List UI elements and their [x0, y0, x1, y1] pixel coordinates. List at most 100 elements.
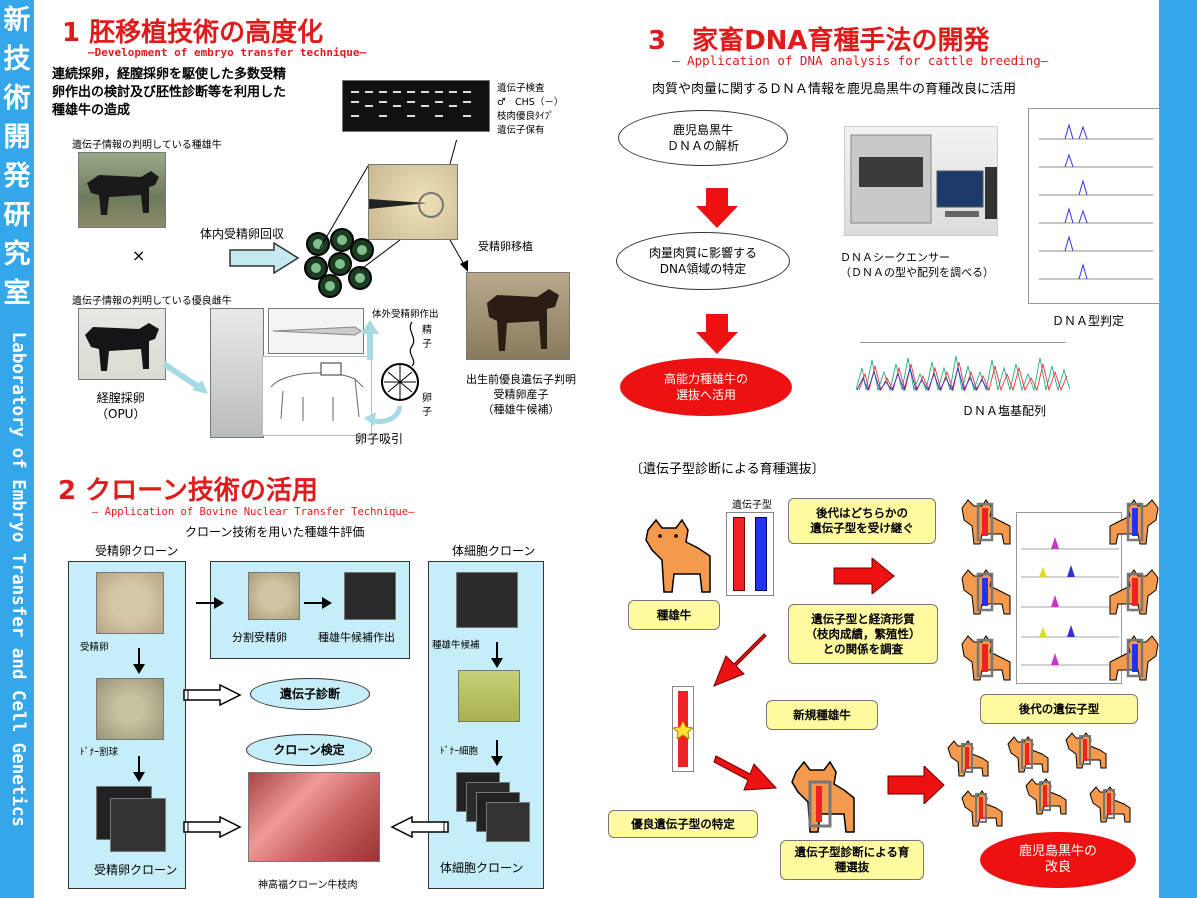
egg-label: 卵 [422, 393, 432, 404]
sequence-label: ＤＮＡ塩基配列 [962, 404, 1047, 418]
opu-diagram [262, 356, 372, 436]
candidate-made-label: 種雄牛候補作出 [318, 631, 395, 644]
section1-desc-line: 連続採卵，経膣採卵を駆使した多数受精 [52, 67, 287, 82]
oval-line: 改良 [1044, 860, 1071, 875]
selection-box: 遺伝子型診断による育種選抜 [780, 840, 924, 880]
gel-bands [351, 91, 471, 117]
opu-label: （OPU） [96, 407, 146, 421]
oval-selection-red: 高能力種雄牛の選抜へ活用 [620, 358, 792, 416]
gel-note: 遺伝子保有 [497, 125, 545, 136]
gel-image [342, 80, 490, 132]
red-right-arrow [887, 766, 945, 804]
probe-photo [268, 308, 364, 354]
oval-line: 選抜へ活用 [675, 388, 736, 402]
sidebar-char: 技 [3, 44, 31, 75]
section2-subtitle: クローン技術を用いた種雄牛評価 [185, 525, 365, 539]
peak-traces [1039, 123, 1153, 280]
sidebar-char: 開 [3, 122, 31, 153]
red-down-arrow [696, 188, 738, 228]
calf-photo [466, 272, 570, 360]
sidebar-english-title: Laboratory of Embryo Transfer and Cell G… [7, 331, 28, 827]
split-label: 分割受精卵 [232, 631, 287, 644]
gene-diagnosis-oval: 遺伝子診断 [250, 678, 370, 710]
star-icon [673, 721, 693, 739]
sequencer-photo [844, 126, 998, 236]
typing-screenshot [1028, 108, 1160, 304]
bull-candidate-photo [344, 572, 396, 620]
box-line: との関係を調査 [822, 641, 904, 656]
oval-line: DNA領域の特定 [659, 262, 747, 276]
calf-caption: 受精卵産子 [493, 388, 549, 401]
blue-chromosome-icon [755, 517, 767, 591]
section4-title: 〔遺伝子型診断による育種選抜〕 [630, 462, 825, 477]
section1-en-title: ―Development of embryo transfer techniqu… [88, 46, 367, 59]
section1-title: 1 胚移植技術の高度化 [62, 18, 324, 48]
improvement-oval: 鹿児島黒牛の改良 [980, 832, 1136, 888]
meat-caption: 神高福クローン牛枝肉 [258, 880, 358, 891]
typing-label: ＤＮＡ型判定 [1052, 314, 1125, 328]
label-cow: 遺伝子情報の判明している優良雌牛 [72, 296, 232, 307]
section3-title: 3 家畜DNA育種手法の開発 [648, 26, 990, 56]
cow-cartoon-icon [1007, 736, 1049, 773]
box-line: 種選抜 [834, 860, 870, 874]
donor-blastomere-label: ﾄﾞﾅｰ割球 [80, 747, 119, 758]
bull-label-box: 種雄牛 [628, 600, 720, 630]
oval-line: ＤＮＡの解析 [666, 139, 739, 153]
gel-note: 遺伝子検査 [497, 83, 545, 94]
somatic-clone-photo [486, 802, 530, 842]
genotype-label: 遺伝子型 [732, 500, 772, 511]
in-vivo-arrow [229, 242, 300, 274]
progeny-peaks [1021, 537, 1119, 666]
aspiration-arrow [364, 405, 402, 426]
box-line: 遺伝子型診断による育 [794, 845, 910, 859]
oocyte-icon [381, 363, 419, 401]
pipette-image [369, 192, 444, 218]
box-line: （枝肉成績，繁殖性） [805, 626, 921, 641]
probe-image [272, 326, 362, 336]
donor-cell-label: ﾄﾞﾅｰ細胞 [440, 746, 479, 757]
right-column-header: 体細胞クローン [452, 544, 536, 558]
cow-cartoon-icon [961, 499, 1011, 545]
sequencer-label: （ＤＮＡの型や配列を調べる） [840, 266, 994, 279]
sequence-chromatogram [855, 338, 1071, 394]
box-line: 後代はどちらかの [816, 506, 908, 520]
section1-desc-line: 卵作出の検討及び胚性診断等を利用した [52, 85, 287, 100]
relation-box: 遺伝子型と経済形質（枝肉成績，繁殖性）との関係を調査 [788, 604, 938, 664]
bull-cartoon-icon [645, 518, 711, 593]
oval-dna-analysis: 鹿児島黒牛 ＤＮＡの解析 [618, 110, 788, 166]
aspiration-label: 卵子吸引 [355, 432, 404, 446]
sidebar-char: 究 [3, 239, 31, 270]
section3-desc: 肉質や肉量に関するＤＮＡ情報を鹿児島黒牛の育種改良に活用 [652, 82, 1017, 97]
hollow-arrow-left [390, 816, 449, 838]
down-arrow [491, 642, 503, 668]
cow-cartoon-icon [1089, 786, 1131, 823]
sequencer-image [850, 134, 997, 224]
cow-cartoon-icon [1109, 499, 1159, 545]
right-arrow [304, 597, 332, 609]
right-arrow [196, 597, 224, 609]
sidebar-left: 新 技 術 開 発 研 究 室 Laboratory of Embryo Tra… [0, 0, 34, 898]
somatic-clone-label: 体細胞クローン [440, 861, 524, 875]
somatic-bull-photo [456, 572, 518, 628]
cow-cartoon-icon [947, 740, 989, 777]
sidebar-char: 発 [3, 161, 31, 192]
progeny-genotype-box: 後代の遺伝子型 [980, 694, 1138, 724]
opu-label: 経膣採卵 [96, 391, 145, 405]
section3-en-title: ― Application of DNA analysis for cattle… [672, 53, 1049, 68]
sperm-icon [409, 321, 415, 367]
hollow-arrow [183, 816, 242, 838]
clone-test-oval: クローン検定 [246, 734, 372, 766]
label-bull: 遺伝子情報の判明している種雄牛 [72, 140, 222, 151]
red-chromosome-icon [733, 517, 745, 591]
bull-silhouette [87, 171, 159, 215]
new-bull-box: 新規種雄牛 [766, 700, 878, 730]
calf-caption: 出生前優良遺伝子判明 [466, 373, 576, 386]
down-arrow [491, 740, 503, 766]
cow-cartoon-icon [1065, 732, 1107, 769]
split-embryo-photo [248, 572, 300, 620]
oval-line: 高能力種雄牛の [663, 372, 748, 386]
oval-line: 鹿児島黒牛の [1018, 844, 1097, 859]
oval-line: 鹿児島黒牛 [672, 123, 733, 137]
ivf-label: 体外受精卵作出 [372, 309, 439, 320]
cow-cartoon-icon [961, 790, 1003, 827]
